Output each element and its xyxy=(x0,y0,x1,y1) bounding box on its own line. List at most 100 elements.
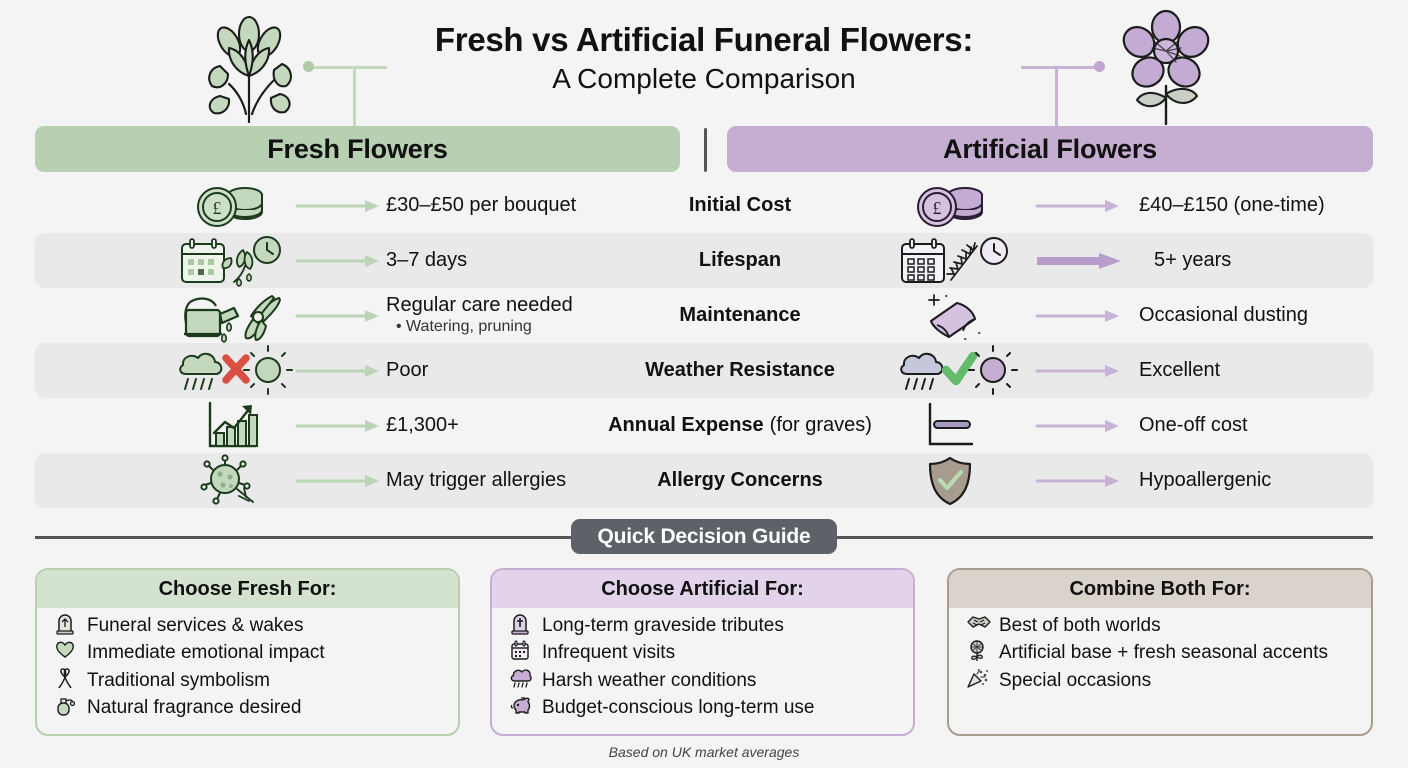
watering-can-pruning-shears-icon xyxy=(165,288,295,343)
row-label: Initial Cost xyxy=(600,178,880,233)
row-label: Maintenance xyxy=(600,288,880,343)
svg-text:£: £ xyxy=(213,198,222,218)
list-item-label: Funeral services & wakes xyxy=(87,615,304,636)
arrow-fresh xyxy=(295,398,387,453)
value-artificial: One-off cost xyxy=(1139,398,1389,453)
list-item-label: Artificial base + fresh seasonal accents xyxy=(999,642,1328,664)
row-label-note: (for graves) xyxy=(769,414,872,436)
list-item: Special occasions xyxy=(967,668,1371,693)
card-combine-both: Combine Both For: Best of both worlds Ar… xyxy=(947,568,1373,736)
row-label: Annual Expense (for graves) xyxy=(600,398,880,453)
column-header-fresh-label: Fresh Flowers xyxy=(267,133,448,164)
value-fresh-main: Regular care needed xyxy=(386,293,573,316)
value-artificial-main: Excellent xyxy=(1139,359,1221,381)
heart-icon xyxy=(55,640,79,659)
column-divider xyxy=(704,128,707,172)
arrow-artificial-highlight xyxy=(1035,233,1127,288)
value-fresh-main: Poor xyxy=(386,359,429,381)
value-artificial: Occasional dusting xyxy=(1139,288,1389,343)
arrow-fresh xyxy=(295,453,387,508)
value-artificial-main: Hypoallergenic xyxy=(1139,469,1272,491)
rain-cloud-cross-sun-icon xyxy=(165,343,295,398)
column-header-artificial: Artificial Flowers xyxy=(727,126,1373,172)
value-fresh-main: £1,300+ xyxy=(386,414,459,436)
card-title: Choose Fresh For: xyxy=(37,570,458,608)
party-popper-icon xyxy=(967,668,991,688)
card-list: Long-term graveside tributes Infrequent … xyxy=(492,608,913,720)
list-item: Immediate emotional impact xyxy=(55,640,458,665)
coins-pound-icon: £ xyxy=(175,178,285,233)
coins-pound-icon: £ xyxy=(895,178,1005,233)
list-item: Harsh weather conditions xyxy=(510,668,913,693)
card-title: Combine Both For: xyxy=(949,570,1371,608)
pollen-allergen-icon xyxy=(175,453,285,508)
card-choose-fresh: Choose Fresh For: Funeral services & wak… xyxy=(35,568,460,736)
value-fresh: Regular care needed • Watering, pruning xyxy=(386,288,636,343)
value-fresh-main: £30–£50 per bouquet xyxy=(386,194,577,216)
connector-line-right-v xyxy=(1055,66,1058,128)
comparison-row: £ £30–£50 per bouquet Initial Cost £ xyxy=(35,178,1373,233)
list-item-label: Natural fragrance desired xyxy=(87,696,302,718)
comparison-row: £1,300+ Annual Expense (for graves) One-… xyxy=(35,398,1373,453)
list-item: Funeral services & wakes xyxy=(55,613,458,638)
value-artificial-main: £40–£150 (one-time) xyxy=(1139,194,1325,216)
row-label-text: Allergy Concerns xyxy=(657,469,823,491)
value-fresh-sub: • Watering, pruning xyxy=(396,317,532,335)
rain-cloud-check-sun-icon xyxy=(885,343,1020,398)
comparison-row: Poor Weather Resistance Excellent xyxy=(35,343,1373,398)
card-list: Best of both worlds Artificial base + fr… xyxy=(949,608,1371,693)
list-item-label: Traditional symbolism xyxy=(87,669,271,691)
value-fresh: Poor xyxy=(386,343,616,398)
value-artificial-main: 5+ years xyxy=(1154,249,1232,271)
list-item: Artificial base + fresh seasonal accents xyxy=(967,640,1371,665)
dusting-cloth-icon xyxy=(895,288,1005,343)
perfume-bottle-icon xyxy=(55,695,79,716)
row-label-text: Initial Cost xyxy=(688,194,792,216)
row-label-text: Lifespan xyxy=(698,249,782,271)
quick-decision-guide-badge: Quick Decision Guide xyxy=(571,519,837,554)
value-fresh: May trigger allergies xyxy=(386,453,616,508)
card-choose-artificial: Choose Artificial For: Long-term gravesi… xyxy=(490,568,915,736)
value-artificial-main: One-off cost xyxy=(1139,414,1248,436)
svg-text:£: £ xyxy=(933,198,942,218)
value-artificial-main: Occasional dusting xyxy=(1139,304,1308,326)
value-artificial: Excellent xyxy=(1139,343,1389,398)
flower-icon xyxy=(967,640,991,662)
arrow-fresh xyxy=(295,178,387,233)
rain-cloud-icon xyxy=(510,668,534,688)
comparison-row: May trigger allergies Allergy Concerns H… xyxy=(35,453,1373,508)
arrow-fresh xyxy=(295,288,387,343)
list-item-label: Best of both worlds xyxy=(999,615,1161,636)
value-fresh: 3–7 days xyxy=(386,233,616,288)
list-item: Infrequent visits xyxy=(510,640,913,665)
headstone-icon xyxy=(55,613,79,635)
row-label-text: Weather Resistance xyxy=(645,359,835,381)
headstone-cross-icon xyxy=(510,613,534,635)
connector-line-left-h xyxy=(309,66,387,69)
list-item: Long-term graveside tributes xyxy=(510,613,913,638)
page-subtitle: A Complete Comparison xyxy=(552,62,856,94)
value-fresh: £30–£50 per bouquet xyxy=(386,178,616,233)
arrow-artificial xyxy=(1035,288,1127,343)
list-item-label: Infrequent visits xyxy=(542,642,676,664)
handshake-icon xyxy=(967,613,991,631)
arrow-fresh xyxy=(295,233,387,288)
value-fresh: £1,300+ xyxy=(386,398,616,453)
list-item-label: Immediate emotional impact xyxy=(87,642,325,664)
connector-dot-right xyxy=(1094,61,1105,72)
connector-line-left-v xyxy=(353,66,356,128)
card-list: Funeral services & wakes Immediate emoti… xyxy=(37,608,458,720)
connector-line-right-h xyxy=(1021,66,1099,69)
arrow-fresh xyxy=(295,343,387,398)
comparison-row: Regular care needed • Watering, pruning … xyxy=(35,288,1373,343)
column-header-fresh: Fresh Flowers xyxy=(35,126,680,172)
value-fresh-main: 3–7 days xyxy=(386,249,468,271)
list-item: Natural fragrance desired xyxy=(55,695,458,720)
value-artificial: 5+ years xyxy=(1154,233,1404,288)
page-title: Fresh vs Artificial Funeral Flowers: xyxy=(434,21,974,58)
row-label: Allergy Concerns xyxy=(600,453,880,508)
calendar-icon xyxy=(510,640,534,660)
column-header-artificial-label: Artificial Flowers xyxy=(943,133,1157,164)
comparison-row: 3–7 days Lifespan xyxy=(35,233,1373,288)
